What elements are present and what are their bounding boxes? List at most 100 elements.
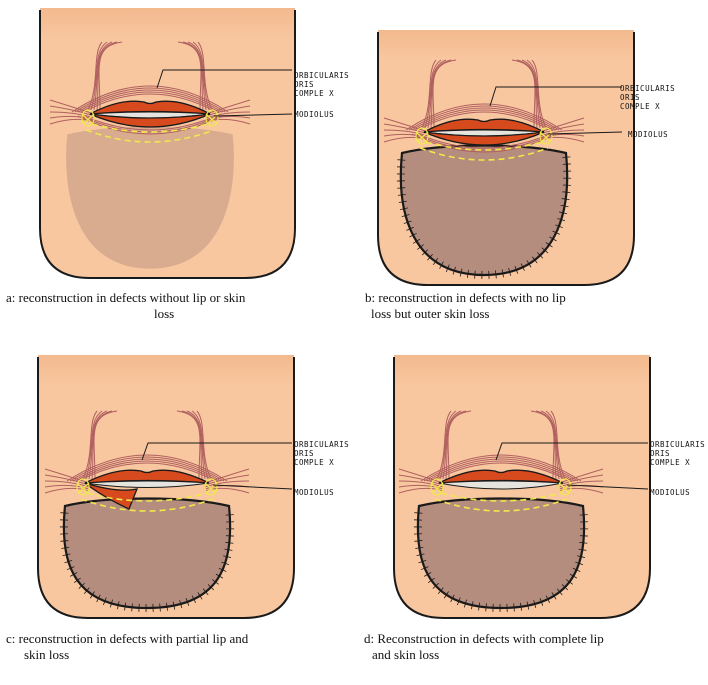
suture-tick <box>555 224 563 229</box>
pointer-modiolus <box>547 131 623 135</box>
defect-area <box>62 497 232 610</box>
fiber <box>405 103 563 131</box>
suture-tick <box>397 159 406 161</box>
suture-tick <box>432 582 439 589</box>
fiber <box>417 111 551 131</box>
suture-tick <box>64 559 73 564</box>
modiolus-marker <box>76 478 90 496</box>
suture-tick <box>551 592 557 600</box>
fiber <box>93 410 118 480</box>
dashed-line-outer <box>419 147 549 161</box>
fiber <box>205 118 251 125</box>
fiber <box>98 41 123 111</box>
suture-tick <box>577 555 586 558</box>
pointer-modiolus <box>213 113 293 117</box>
suture-tick <box>62 553 71 557</box>
suture-tick <box>207 584 215 591</box>
pointer-lines <box>156 69 293 117</box>
fiber <box>530 410 555 480</box>
teeth <box>84 480 210 488</box>
defect-area <box>416 497 586 610</box>
fiber <box>181 410 203 480</box>
suture-tick <box>579 514 588 516</box>
fiber <box>398 487 444 494</box>
suture-tick <box>109 599 113 608</box>
suture-tick <box>561 584 569 591</box>
suture-tick <box>495 270 497 279</box>
face-outline <box>37 357 295 619</box>
fiber <box>430 59 452 129</box>
suture-tick <box>73 577 81 584</box>
suture-marks <box>396 156 572 279</box>
fiber <box>80 115 220 133</box>
suture-tick <box>197 592 203 600</box>
suture-tick <box>463 599 467 608</box>
dashed-line-inner <box>440 492 562 502</box>
suture-tick <box>421 249 429 256</box>
fiber <box>74 87 226 113</box>
lower-lip-remnant <box>84 482 139 510</box>
face-outline <box>393 357 651 619</box>
fiber <box>411 107 557 131</box>
suture-tick <box>533 600 537 608</box>
fiber <box>177 41 202 111</box>
modiolus-label: MODIOLUS <box>294 488 335 497</box>
modiolus-label: MODIOLUS <box>628 130 669 139</box>
suture-tick <box>474 270 476 279</box>
fiber <box>408 105 560 131</box>
modiolus-marker <box>81 109 95 127</box>
caption: a: reconstruction in defects without lip… <box>6 290 246 321</box>
fiber <box>539 136 585 143</box>
face-illustration <box>37 355 295 619</box>
suture-tick <box>215 573 224 579</box>
defect-area <box>66 126 234 269</box>
suture-tick <box>513 603 515 612</box>
fiber <box>72 458 222 482</box>
modiolus-marker <box>415 127 429 145</box>
fiber <box>558 487 604 494</box>
caption: d: Reconstruction in defects with comple… <box>364 631 604 662</box>
dashed-lines <box>419 141 549 161</box>
fiber <box>69 456 225 482</box>
suture-tick <box>61 546 70 549</box>
modiolus-markers <box>81 109 219 127</box>
fiber <box>442 410 462 480</box>
dashed-line-inner <box>425 141 543 151</box>
suture-tick <box>559 211 568 215</box>
suture-tick <box>569 573 578 579</box>
lower-lip <box>423 131 545 146</box>
suture-tick <box>103 597 107 606</box>
suture-tick <box>179 600 183 608</box>
suture-tick <box>459 268 463 277</box>
modiolus-scribble <box>415 131 429 143</box>
suture-tick <box>60 540 69 542</box>
dashed-line-outer <box>434 498 568 512</box>
suture-tick <box>403 220 412 224</box>
suture-tick <box>485 603 487 612</box>
fiber <box>83 115 217 131</box>
suture-tick <box>417 244 424 250</box>
fiber <box>420 454 582 482</box>
suture-tick <box>78 582 85 589</box>
dashed-line-outer <box>80 498 214 512</box>
modiolus-label: MODIOLUS <box>294 110 335 119</box>
suture-tick <box>398 200 407 203</box>
suture-tick <box>223 555 232 558</box>
suture-tick <box>579 542 588 544</box>
suture-tick <box>450 594 455 603</box>
suture-tick <box>69 572 78 577</box>
fiber <box>88 410 108 480</box>
suture-tick <box>541 247 549 254</box>
suture-tick <box>416 553 425 557</box>
modiolus-marker <box>204 478 218 496</box>
modiolus-scribble <box>430 482 444 494</box>
suture-tick <box>562 191 571 193</box>
fiber <box>44 487 90 494</box>
suture-tick <box>225 542 234 544</box>
face-outline <box>377 32 635 286</box>
suture-tick <box>401 214 410 217</box>
